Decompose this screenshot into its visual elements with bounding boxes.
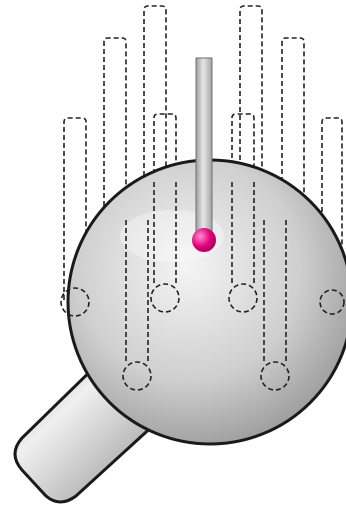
central-stylus bbox=[196, 58, 212, 236]
dashed-stylus-outline bbox=[144, 6, 166, 184]
stylus-ruby-tip bbox=[192, 228, 216, 252]
dashed-stylus-outline bbox=[240, 6, 262, 184]
